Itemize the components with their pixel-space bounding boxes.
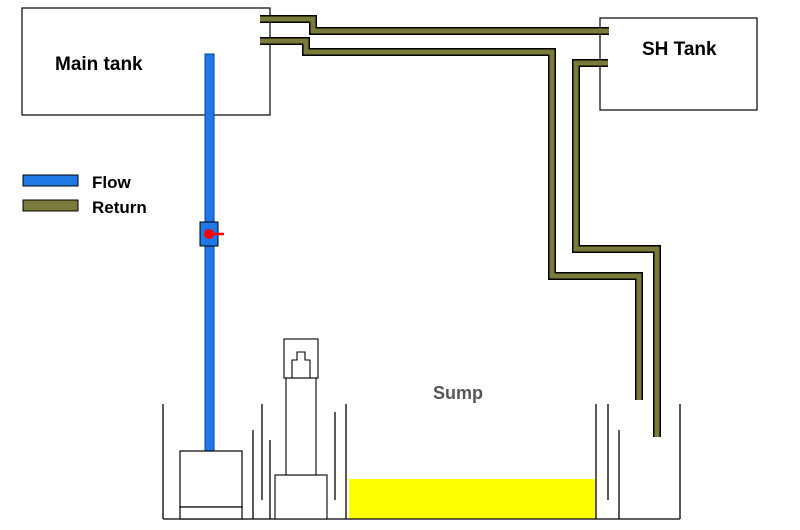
return-pipes <box>260 15 661 437</box>
skimmer-cup-neck <box>291 351 311 378</box>
return-pump <box>179 450 243 520</box>
main-tank <box>21 7 271 116</box>
main-tank-label: Main tank <box>55 54 143 75</box>
valve <box>199 221 224 247</box>
pump-base <box>179 506 243 520</box>
legend-flow-swatch <box>22 174 79 187</box>
pump-body <box>179 450 243 508</box>
sh-tank-label: SH Tank <box>642 39 717 60</box>
legend: Flow Return <box>22 173 147 217</box>
legend-return-label: Return <box>92 198 147 217</box>
legend-flow-label: Flow <box>92 173 131 192</box>
skimmer-tube <box>285 377 317 476</box>
skimmer-cup <box>283 338 319 379</box>
legend-return-swatch <box>22 199 79 212</box>
protein-skimmer <box>274 338 328 520</box>
sh-tank <box>599 17 758 111</box>
sump-water <box>349 479 595 519</box>
skimmer-base <box>274 474 328 520</box>
flow-pipe <box>204 53 215 453</box>
sump <box>162 404 681 520</box>
sump-label: Sump <box>433 383 483 403</box>
